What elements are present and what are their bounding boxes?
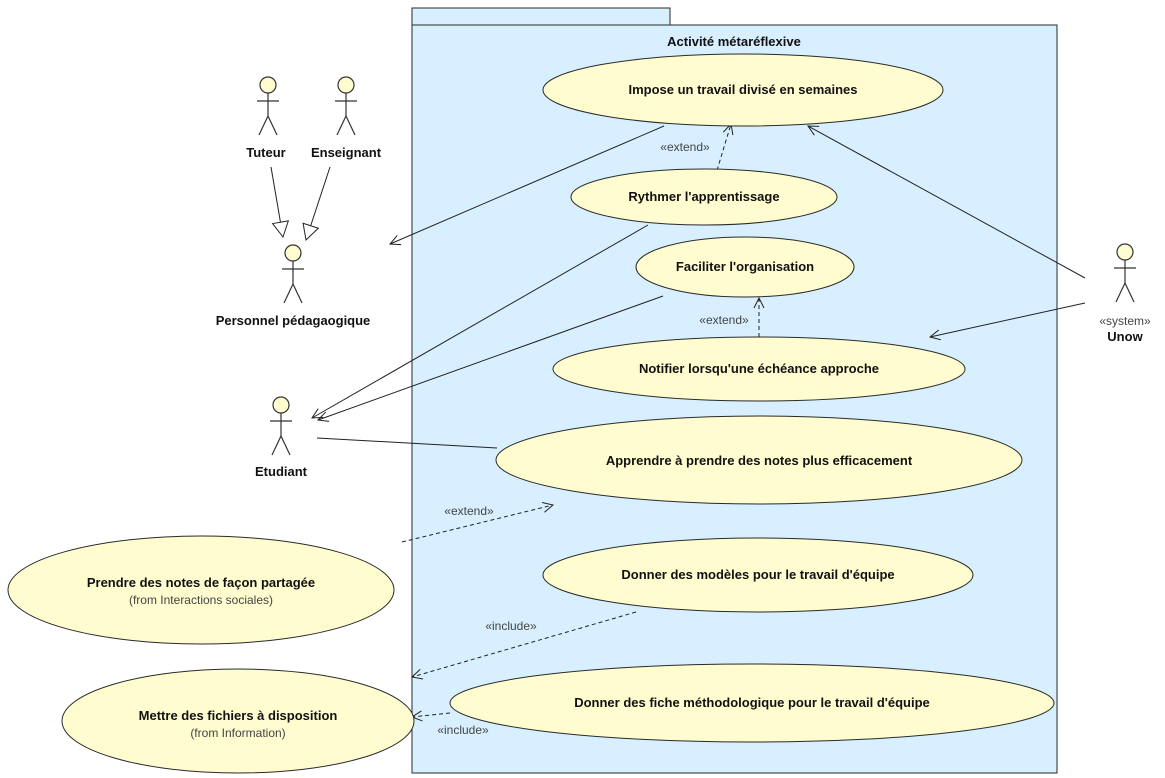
stereotype-labels: «extend» «extend» «extend» «include» «in… [437, 140, 749, 737]
actor-label: Etudiant [255, 464, 308, 479]
use-case-label: Rythmer l'apprentissage [628, 189, 779, 204]
actor-label: Personnel pédagaogique [216, 313, 371, 328]
stick-figure-icon [1114, 243, 1136, 303]
include-label: «include» [485, 619, 537, 633]
use-case-impose[interactable]: Impose un travail divisé en semaines [542, 53, 944, 127]
assoc-faciliter-etudiant [318, 295, 664, 420]
use-case-label: Apprendre à prendre des notes plus effic… [606, 453, 913, 468]
include-label: «include» [437, 723, 489, 737]
actor-label: Unow [1107, 329, 1143, 344]
stick-figure-icon [270, 396, 292, 456]
extend-prendre-apprendre [401, 505, 553, 543]
include-modeles-fichiers [412, 611, 637, 677]
gen-enseignant-personnel [302, 166, 331, 242]
use-case-label: Notifier lorsqu'une échéance approche [639, 361, 879, 376]
use-case-label: Donner des modèles pour le travail d'équ… [621, 567, 894, 582]
use-case-label: Donner des fiche méthodologique pour le … [574, 695, 930, 710]
actor-label: Tuteur [246, 145, 285, 160]
extend-label: «extend» [699, 313, 749, 327]
actor-enseignant[interactable]: Enseignant [311, 76, 382, 160]
extend-label: «extend» [660, 140, 710, 154]
use-case-mettre-fichiers[interactable]: Mettre des fichiers à disposition (from … [61, 668, 415, 774]
include-fiche-fichiers [412, 713, 451, 717]
extend-label: «extend» [444, 504, 494, 518]
actor-stereotype: «system» [1099, 314, 1151, 328]
stick-figure-icon [335, 76, 357, 136]
actor-label: Enseignant [311, 145, 382, 160]
use-case-label: Mettre des fichiers à disposition [139, 708, 338, 723]
package-tab [411, 7, 671, 26]
use-case-apprendre[interactable]: Apprendre à prendre des notes plus effic… [495, 415, 1023, 505]
use-case-prendre-notes[interactable]: Prendre des notes de façon partagée (fro… [7, 535, 395, 645]
stick-figure-icon [257, 76, 279, 136]
use-case-faciliter[interactable]: Faciliter l'organisation [635, 236, 855, 298]
use-case-origin: (from Information) [190, 726, 285, 740]
use-case-origin: (from Interactions sociales) [129, 593, 273, 607]
assoc-unow-impose [808, 126, 1086, 279]
package-title: Activité métaréflexive [667, 34, 801, 49]
use-case-rythmer[interactable]: Rythmer l'apprentissage [570, 168, 838, 226]
actor-etudiant[interactable]: Etudiant [255, 396, 308, 479]
actor-tuteur[interactable]: Tuteur [246, 76, 286, 160]
use-case-label: Impose un travail divisé en semaines [628, 82, 857, 97]
assoc-impose-personnel [390, 125, 665, 244]
use-case-label: Prendre des notes de façon partagée [87, 575, 315, 590]
assoc-unow-notifier [930, 302, 1086, 337]
use-case-notifier[interactable]: Notifier lorsqu'une échéance approche [552, 336, 966, 402]
use-case-donner-fiche[interactable]: Donner des fiche méthodologique pour le … [449, 663, 1055, 743]
gen-tuteur-personnel [270, 166, 290, 239]
use-case-label: Faciliter l'organisation [676, 259, 814, 274]
stick-figure-icon [282, 244, 304, 304]
assoc-rythmer-etudiant [312, 224, 649, 418]
assoc-etudiant-apprendre [316, 437, 498, 449]
relationships [270, 124, 1086, 717]
use-case-donner-modeles[interactable]: Donner des modèles pour le travail d'équ… [542, 537, 974, 613]
actor-personnel-pedagogique[interactable]: Personnel pédagaogique [216, 244, 371, 328]
extend-rythmer-impose [714, 124, 731, 178]
actor-unow[interactable]: «system» Unow [1099, 243, 1151, 344]
